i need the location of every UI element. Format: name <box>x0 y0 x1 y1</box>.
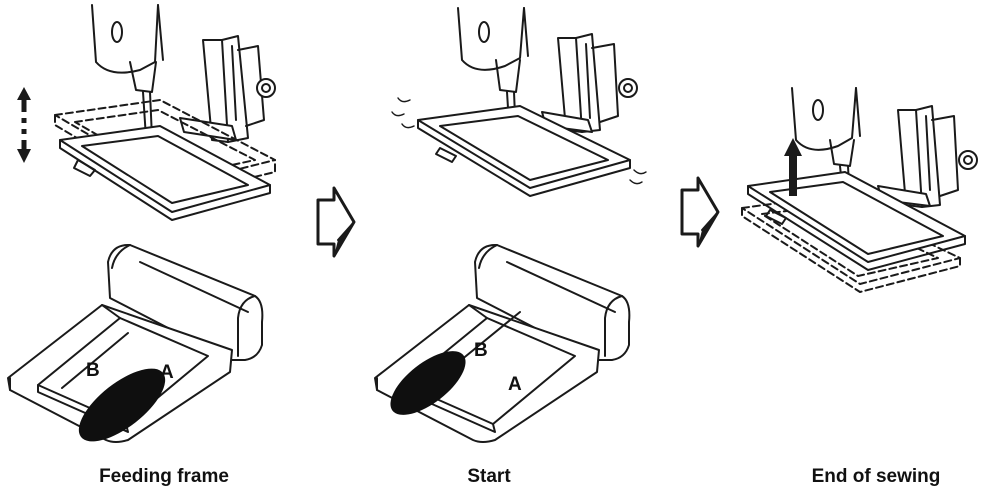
feed-frame-raised <box>747 171 966 271</box>
feed-frame-lowered <box>59 125 271 221</box>
machine-head-start <box>457 7 638 153</box>
pedal-b-label-start: B <box>474 340 488 361</box>
next-step-arrow-icon-2 <box>680 176 720 248</box>
caption-end-of-sewing: End of sewing <box>811 466 941 487</box>
foot-pedal-feeding <box>7 243 264 443</box>
pedal-a-label-start: A <box>508 374 522 395</box>
caption-start: Start <box>467 466 511 487</box>
shoe-sole-start-icon <box>390 351 466 415</box>
caption-feeding-frame: Feeding frame <box>99 466 229 487</box>
up-arrow-icon <box>784 138 802 196</box>
pedal-a-label: A <box>160 362 174 383</box>
next-step-arrow-icon <box>316 186 356 258</box>
shoe-sole-icon <box>78 368 166 442</box>
up-down-arrow-icon <box>17 87 31 163</box>
pedal-b-label: B <box>86 360 100 381</box>
foot-pedal-start <box>374 243 631 443</box>
feed-frame-moving <box>417 105 631 197</box>
motion-lines <box>391 97 647 185</box>
